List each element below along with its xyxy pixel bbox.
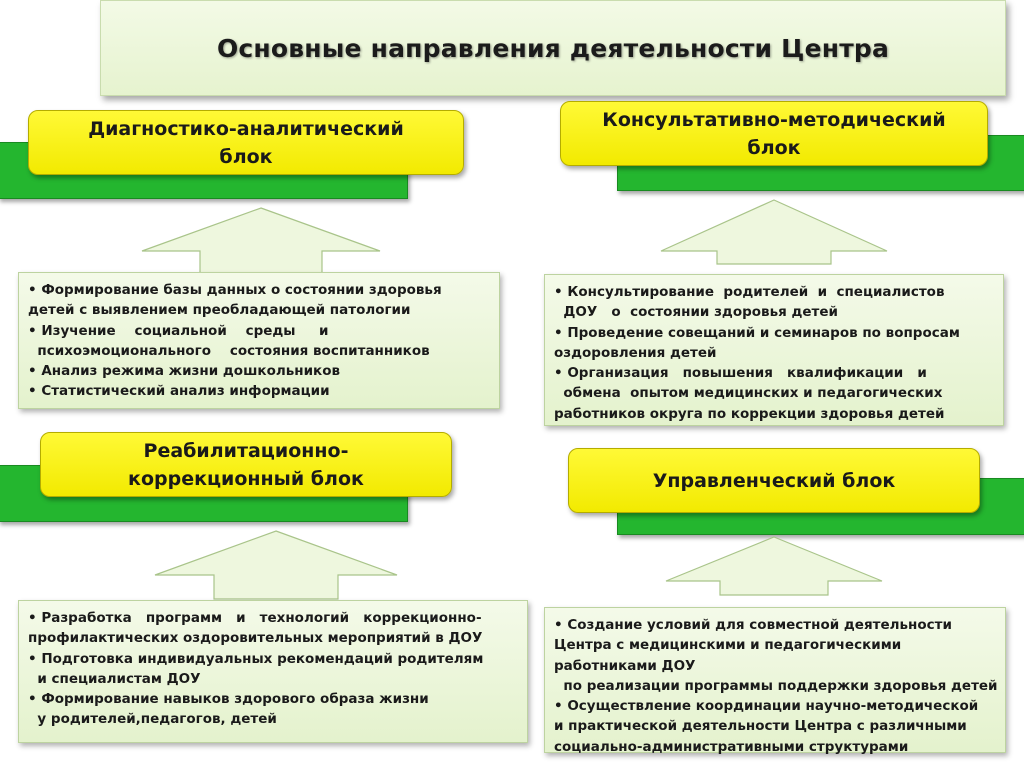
list-item: детей с выявлением преобладающей патолог… (28, 302, 411, 319)
list-item: психоэмоционального состояния воспитанни… (28, 342, 430, 359)
title-box: Основные направления деятельности Центра (100, 0, 1006, 96)
list-item: • Осуществление координации научно-метод… (554, 698, 979, 715)
list-item: • Организация повышения квалификации и (554, 365, 927, 382)
page-title: Основные направления деятельности Центра (216, 33, 890, 63)
list-item: работниками ДОУ (554, 657, 696, 674)
list-item: • Формирование базы данных о состоянии з… (28, 282, 442, 298)
diagnostic-heading-text: Диагностико-аналитический блок (88, 115, 404, 171)
diagnostic-block-heading: Диагностико-аналитический блок (28, 110, 464, 175)
list-item: • Разработка программ и технологий корре… (28, 610, 482, 626)
consultative-items-panel: • Консультирование родителей и специалис… (544, 274, 1004, 426)
consultative-up-arrow (658, 199, 890, 265)
list-item: • Консультирование родителей и специалис… (554, 284, 945, 300)
list-item: • Формирование навыков здорового образа … (28, 691, 429, 708)
rehabilitation-block-heading: Реабилитационно- коррекционный блок (40, 432, 452, 497)
consultative-heading-line: блок (747, 136, 801, 159)
consultative-block-heading: Консультативно-методический блок (560, 101, 988, 166)
list-item: • Подготовка индивидуальных рекомендаций… (28, 650, 484, 667)
list-item: • Создание условий для совместной деятел… (554, 617, 952, 633)
list-item: у родителей,педагогов, детей (28, 711, 277, 728)
management-up-arrow (663, 536, 885, 596)
list-item: ДОУ о состоянии здоровья детей (554, 304, 838, 321)
list-item: оздоровления детей (554, 344, 717, 361)
consultative-heading-text: Консультативно-методический блок (602, 106, 945, 162)
list-item: по реализации программы поддержки здоров… (554, 677, 998, 694)
list-item: • Проведение совещаний и семинаров по во… (554, 324, 960, 341)
list-item: профилактических оздоровительных меропри… (28, 630, 483, 647)
list-item: обмена опытом медицинских и педагогическ… (554, 385, 943, 402)
rehabilitation-items-panel: • Разработка программ и технологий корре… (18, 600, 528, 743)
list-item: • Изучение социальной среды и (28, 322, 329, 339)
list-item: социально-административными структурами (554, 738, 909, 755)
management-items-panel: • Создание условий для совместной деятел… (544, 607, 1006, 755)
list-item: работников округа по коррекции здоровья … (554, 405, 945, 422)
list-item: и специалистам ДОУ (28, 670, 201, 687)
rehabilitation-heading-text: Реабилитационно- коррекционный блок (128, 437, 364, 493)
rehabilitation-up-arrow (152, 530, 400, 600)
rehabilitation-heading-line: коррекционный блок (128, 467, 364, 490)
rehabilitation-heading-line: Реабилитационно- (143, 439, 349, 462)
list-item: • Статистический анализ информации (28, 383, 330, 400)
list-item: Центра с медицинскими и педагогическими (554, 637, 902, 654)
management-heading-text: Управленческий блок (652, 469, 896, 492)
management-block-heading: Управленческий блок (568, 448, 980, 513)
consultative-heading-line: Консультативно-методический (602, 108, 946, 131)
list-item: • Анализ режима жизни дошкольников (28, 363, 341, 380)
diagnostic-up-arrow (139, 207, 383, 275)
diagnostic-items-panel: • Формирование базы данных о состоянии з… (18, 272, 500, 409)
list-item: и практической деятельности Центра с раз… (554, 718, 967, 735)
diagnostic-heading-line: Диагностико-аналитический (88, 117, 404, 140)
diagnostic-heading-line: блок (219, 145, 273, 168)
